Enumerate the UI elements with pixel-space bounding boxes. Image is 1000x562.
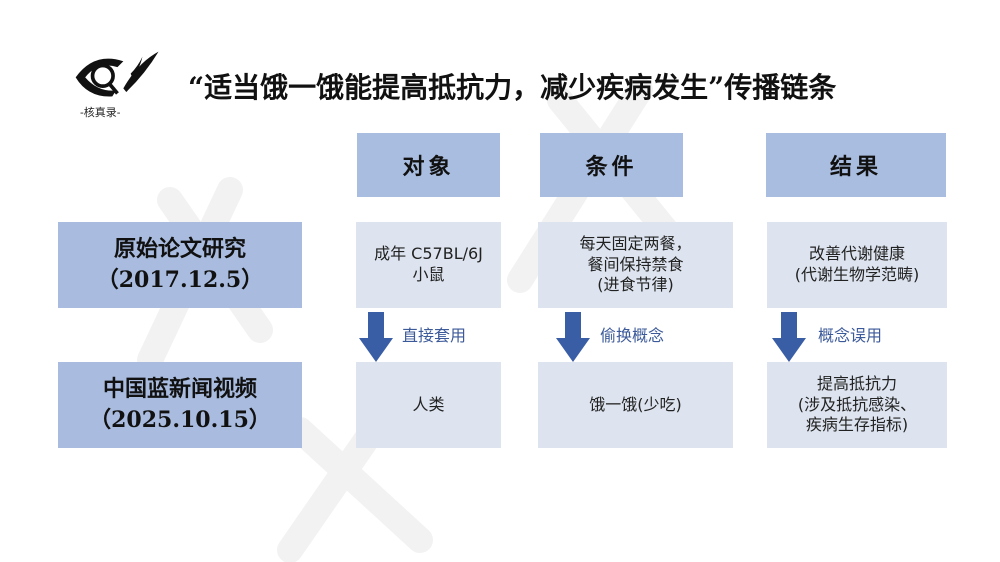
page-title: “适当饿一饿能提高抵抗力，减少疾病发生”传播链条 <box>188 71 837 104</box>
logo-eye-icon <box>75 51 159 97</box>
row-label-news-video: 中国蓝新闻视频 （2025.10.15） <box>58 362 302 448</box>
cell-video-result: 提高抵抗力 (涉及抵抗感染、 疾病生存指标) <box>767 362 947 448</box>
down-arrow-icon <box>772 312 806 362</box>
header-object: 对象 <box>357 133 500 197</box>
header-result: 结果 <box>766 133 946 197</box>
cell-video-object: 人类 <box>356 362 501 448</box>
row-label-original-paper: 原始论文研究 （2017.12.5） <box>58 222 302 308</box>
cell-paper-object: 成年 C57BL/6J 小鼠 <box>356 222 501 308</box>
down-arrow-icon <box>556 312 590 362</box>
cell-paper-result: 改善代谢健康 (代谢生物学范畴) <box>767 222 947 308</box>
header-condition: 条件 <box>540 133 683 197</box>
cell-paper-condition: 每天固定两餐， 餐间保持禁食 (进食节律) <box>538 222 733 308</box>
arrow-label-concept-swap: 偷换概念 <box>600 326 665 345</box>
arrow-label-direct-apply: 直接套用 <box>402 326 467 345</box>
logo-text: -核真录- <box>80 106 121 119</box>
arrow-label-concept-misuse: 概念误用 <box>818 326 883 345</box>
down-arrow-icon <box>359 312 393 362</box>
cell-video-condition: 饿一饿(少吃) <box>538 362 733 448</box>
